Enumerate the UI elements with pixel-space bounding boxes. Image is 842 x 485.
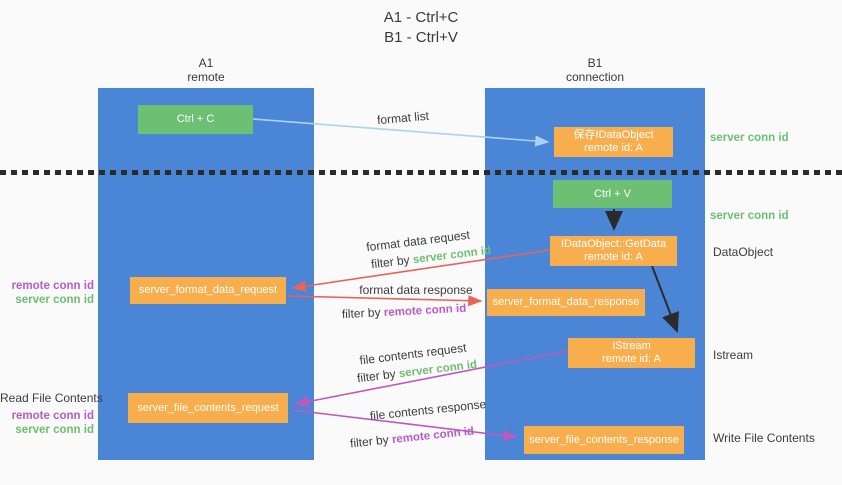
column-b1-name: B1 bbox=[587, 56, 603, 70]
left-read-file-contents-label: Read File Contents bbox=[0, 391, 103, 405]
idataobject-getdata-box: IDataObject::GetData remote id: A bbox=[550, 236, 677, 266]
save-idataobject-line1: 保存IDataObject bbox=[573, 129, 654, 141]
server-file-contents-request-label: server_file_contents_request bbox=[137, 401, 279, 414]
server-conn-id-text: server conn id bbox=[398, 358, 478, 381]
right-server-conn-id-label-1: server conn id bbox=[710, 132, 789, 144]
server-file-contents-response-box: server_file_contents_response bbox=[524, 426, 684, 454]
save-idataobject-box: 保存IDataObject remote id: A bbox=[554, 127, 673, 157]
column-header-a1: A1 remote bbox=[98, 56, 314, 84]
diagram-title: A1 - Ctrl+C B1 - Ctrl+V bbox=[0, 8, 842, 48]
column-b1-subtitle: connection bbox=[565, 70, 625, 84]
server-file-contents-request-box: server_file_contents_request bbox=[128, 393, 288, 423]
right-write-file-contents-label: Write File Contents bbox=[713, 431, 815, 445]
title-line-1: A1 - Ctrl+C bbox=[383, 9, 459, 26]
left-server-conn-id-label-2: server conn id bbox=[15, 424, 94, 436]
save-idataobject-line2: remote id: A bbox=[584, 142, 643, 154]
istream-box: IStream remote id: A bbox=[568, 338, 695, 368]
istream-line1: IStream bbox=[612, 340, 651, 352]
server-file-contents-response-label: server_file_contents_response bbox=[529, 433, 679, 446]
ctrl-c-box: Ctrl + C bbox=[138, 105, 253, 134]
right-dataobject-label: DataObject bbox=[713, 245, 774, 259]
filter-by-text: filter by bbox=[349, 432, 393, 451]
file-contents-response-label: file contents response bbox=[369, 396, 487, 424]
format-data-response-label: format data response bbox=[359, 283, 473, 297]
remote-conn-id-text: remote conn id bbox=[383, 302, 467, 320]
ctrl-v-label: Ctrl + V bbox=[594, 187, 631, 200]
server-format-data-request-box: server_format_data_request bbox=[130, 277, 286, 304]
left-remote-conn-id-label-2: remote conn id bbox=[11, 410, 94, 422]
ctrl-v-box: Ctrl + V bbox=[553, 180, 672, 208]
left-remote-conn-id-label-1: remote conn id bbox=[11, 280, 94, 292]
column-a1-subtitle: remote bbox=[187, 70, 225, 84]
left-server-conn-id-label-1: server conn id bbox=[15, 294, 94, 306]
getdata-line2: remote id: A bbox=[584, 251, 643, 263]
filter-by-text: filter by bbox=[341, 305, 385, 322]
right-istream-label: Istream bbox=[713, 348, 754, 362]
filter-by-remote-conn-id-label-2: filter by remote conn id bbox=[349, 424, 474, 451]
column-a1-name: A1 bbox=[198, 56, 214, 70]
server-format-data-response-box: server_format_data_response bbox=[487, 289, 645, 316]
server-format-data-response-label: server_format_data_response bbox=[492, 296, 640, 308]
title-line-2: B1 - Ctrl+V bbox=[384, 29, 458, 46]
session-divider-dashed-line bbox=[0, 170, 842, 175]
format-list-label: format list bbox=[376, 108, 430, 128]
server-conn-id-text: server conn id bbox=[412, 244, 492, 267]
istream-line2: remote id: A bbox=[602, 353, 661, 365]
server-format-data-request-label: server_format_data_request bbox=[138, 284, 278, 296]
filter-by-remote-conn-id-label-1: filter by remote conn id bbox=[341, 301, 466, 321]
remote-conn-id-text: remote conn id bbox=[391, 425, 475, 447]
filter-by-text: filter by bbox=[370, 252, 414, 272]
filter-by-text: filter by bbox=[356, 366, 400, 386]
getdata-line1: IDataObject::GetData bbox=[560, 238, 667, 250]
ctrl-c-label: Ctrl + C bbox=[176, 113, 215, 125]
column-header-b1: B1 connection bbox=[485, 56, 705, 84]
right-server-conn-id-label-2: server conn id bbox=[710, 210, 789, 222]
